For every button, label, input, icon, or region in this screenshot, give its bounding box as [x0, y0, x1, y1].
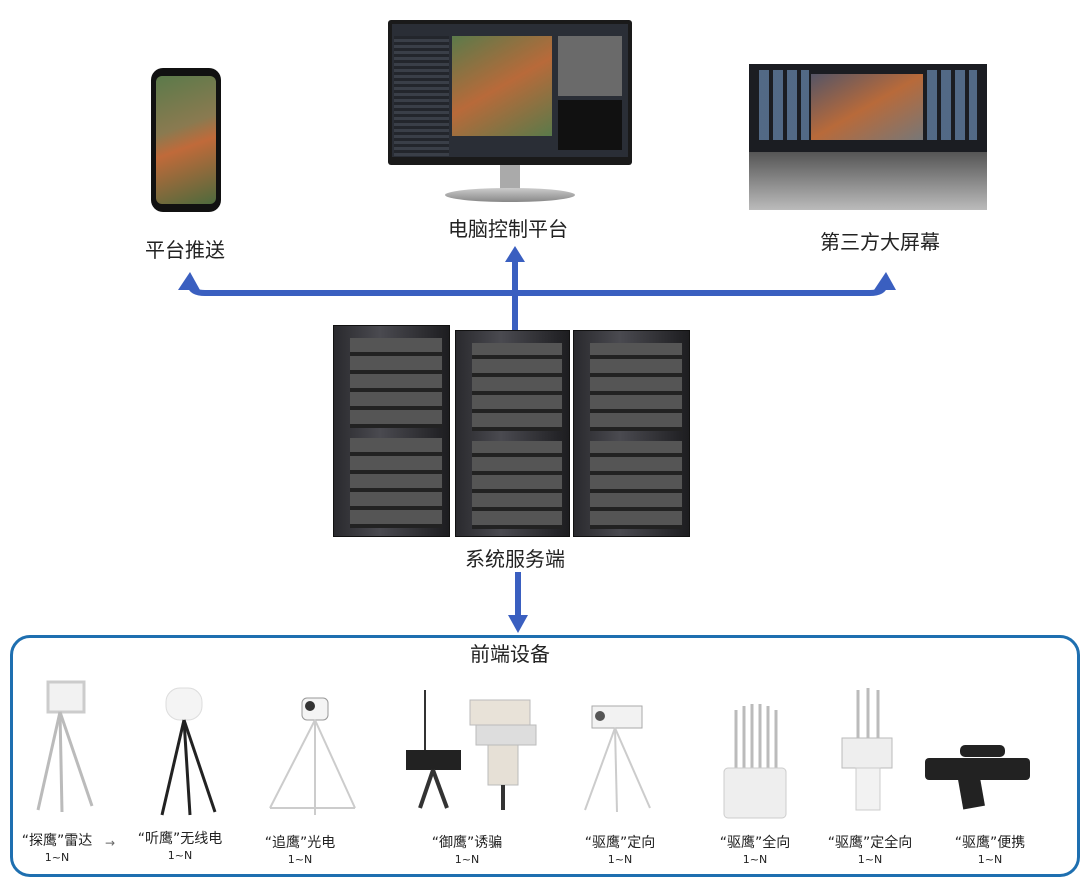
device-label-directional: “驱鹰”定向	[584, 835, 656, 851]
arrow-head-phone	[178, 272, 200, 290]
server-rack	[455, 330, 570, 537]
optical-device-image	[269, 697, 356, 815]
phone-label: 平台推送	[145, 238, 225, 262]
device-count-omni: 1~N	[742, 853, 768, 866]
fixed-omni-jammer-image	[841, 688, 893, 811]
pc-label: 电脑控制平台	[448, 217, 568, 241]
device-label-optical: “追鹰”光电	[264, 835, 336, 851]
device-count-radar: 1~N	[44, 851, 70, 864]
device-count-decoy: 1~N	[454, 853, 480, 866]
server-label: 系统服务端	[465, 547, 565, 571]
big-screen-image	[749, 64, 987, 210]
device-count-fixed-omni: 1~N	[857, 853, 883, 866]
screen-label: 第三方大屏幕	[820, 230, 940, 254]
omni-jammer-image	[723, 704, 787, 819]
arrow-head-pc	[505, 246, 525, 262]
frontend-title: 前端设备	[470, 642, 550, 666]
server-rack	[573, 330, 690, 537]
device-label-radar: “探鹰”雷达	[21, 833, 93, 849]
device-label-radio: “听鹰”无线电	[137, 831, 223, 847]
frontend-devices-frame	[10, 635, 1080, 877]
portable-jammer-image	[925, 745, 1030, 810]
device-label-decoy: “御鹰”诱骗	[431, 835, 503, 851]
device-label-omni: “驱鹰”全向	[719, 835, 791, 851]
device-label-fixed-omni: “驱鹰”定全向	[827, 835, 913, 851]
server-rack	[333, 325, 450, 537]
device-count-radio: 1~N	[167, 849, 193, 862]
directional-jammer-image	[584, 705, 651, 813]
arrow-head-frontend	[508, 615, 528, 633]
device-count-directional: 1~N	[607, 853, 633, 866]
arrow-head-screen	[874, 272, 896, 290]
arrow-right-icon: →	[105, 836, 116, 850]
decoy-device-image	[406, 690, 537, 810]
radio-device-image	[160, 687, 217, 816]
device-label-portable: “驱鹰”便携	[954, 835, 1026, 851]
device-count-optical: 1~N	[287, 853, 313, 866]
monitor-stand	[500, 165, 520, 190]
monitor-base	[445, 188, 575, 202]
radar-device-image	[36, 680, 94, 813]
device-count-portable: 1~N	[977, 853, 1003, 866]
monitor-image	[388, 20, 632, 165]
phone-image	[151, 68, 221, 212]
